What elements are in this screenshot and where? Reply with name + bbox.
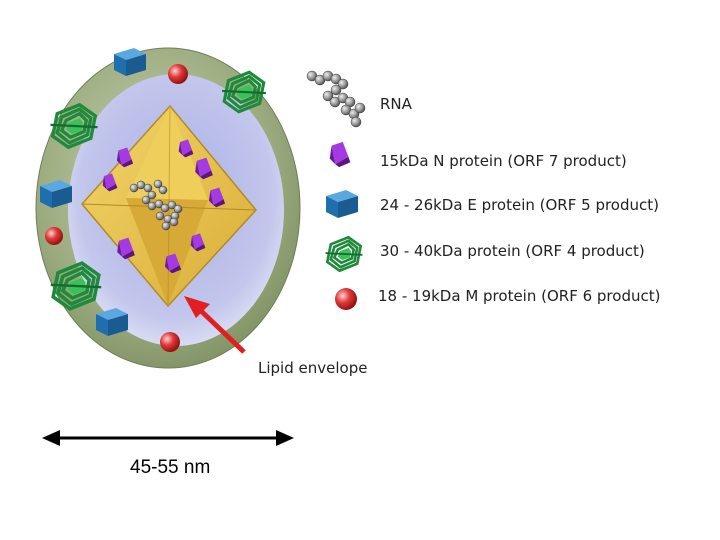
scale-bar-label: 45-55 nm bbox=[130, 457, 210, 478]
orf4-protein-icon bbox=[324, 235, 364, 273]
m-protein-icon bbox=[335, 288, 357, 310]
legend: RNA 15kDa N protein (ORF 7 product) 24 -… bbox=[306, 70, 660, 310]
legend-label: 15kDa N protein (ORF 7 product) bbox=[380, 152, 627, 170]
envelope-proteins bbox=[40, 48, 268, 352]
virion-illustration bbox=[35, 44, 301, 376]
capsid-rna bbox=[129, 179, 183, 231]
legend-label: 30 - 40kDa protein (ORF 4 product) bbox=[380, 242, 645, 260]
e-protein-icon bbox=[326, 190, 358, 218]
scale-bar-right-arrowhead bbox=[276, 430, 294, 446]
legend-item-e-protein: 24 - 26kDa E protein (ORF 5 product) bbox=[326, 190, 659, 218]
legend-item-rna: RNA bbox=[306, 70, 413, 128]
legend-item-m-protein: 18 - 19kDa M protein (ORF 6 product) bbox=[335, 287, 660, 310]
m-protein-icon bbox=[168, 64, 188, 84]
lipid-envelope-callout: Lipid envelope bbox=[184, 296, 367, 377]
scale-bar: 45-55 nm bbox=[42, 430, 294, 478]
legend-label: 18 - 19kDa M protein (ORF 6 product) bbox=[378, 287, 660, 305]
legend-item-n-protein: 15kDa N protein (ORF 7 product) bbox=[329, 141, 627, 170]
lipid-envelope-label: Lipid envelope bbox=[258, 359, 367, 377]
rna-strand-icon bbox=[306, 70, 366, 128]
legend-item-orf4-protein: 30 - 40kDa protein (ORF 4 product) bbox=[324, 235, 645, 273]
legend-label: RNA bbox=[380, 95, 413, 113]
n-protein-icon bbox=[329, 141, 351, 168]
m-protein-icon bbox=[160, 332, 180, 352]
scale-bar-left-arrowhead bbox=[42, 430, 60, 446]
legend-label: 24 - 26kDa E protein (ORF 5 product) bbox=[380, 196, 659, 214]
m-protein-icon bbox=[45, 227, 63, 245]
